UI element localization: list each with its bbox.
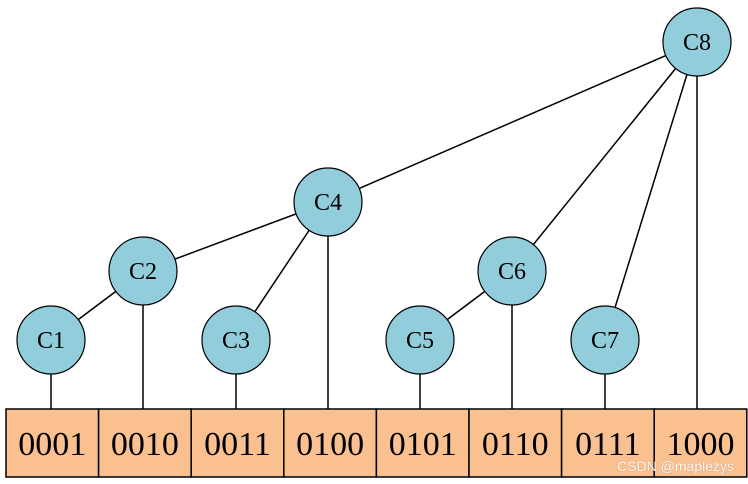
array-cell: 0101 — [375, 408, 470, 478]
array-cell-label: 0111 — [575, 426, 640, 463]
array-cell-box — [97, 408, 192, 478]
tree-node-c6: C6 — [477, 236, 547, 306]
array-cell: 0110 — [468, 408, 563, 478]
array-cell-label: 0100 — [296, 426, 364, 463]
array-cell-label: 0001 — [18, 426, 86, 463]
array-cell: 0111 — [560, 408, 655, 478]
array-cell-box — [560, 408, 655, 478]
edge-c4-c8 — [327, 41, 698, 203]
watermark: CSDN @maplezys — [617, 458, 734, 474]
array-cell-label: 1000 — [667, 426, 735, 463]
edge-c6-c8 — [511, 41, 698, 272]
tree-node-label: C1 — [37, 328, 65, 354]
tree-node-circle — [570, 305, 640, 375]
tree-node-circle — [477, 236, 547, 306]
tree-node-label: C3 — [222, 328, 250, 354]
array-cell: 0011 — [190, 408, 285, 478]
array-cell-label: 0010 — [111, 426, 179, 463]
array-cell-box — [468, 408, 563, 478]
tree-node-circle — [662, 7, 732, 77]
tree-node-label: C7 — [591, 328, 619, 354]
array-cell: 0010 — [97, 408, 192, 478]
tree-node-circle — [108, 236, 178, 306]
tree-node-label: C6 — [498, 259, 526, 285]
tree-node-c7: C7 — [570, 305, 640, 375]
array-cell-label: 0011 — [204, 426, 271, 463]
array-cell-box — [283, 408, 378, 478]
tree-node-c4: C4 — [293, 167, 363, 237]
array-cell-box — [5, 408, 100, 478]
tree-node-circle — [293, 167, 363, 237]
array-cell-label: 0101 — [389, 426, 457, 463]
array-cell-box — [375, 408, 470, 478]
tree-node-c1: C1 — [16, 305, 86, 375]
tree-node-circle — [201, 305, 271, 375]
tree-node-label: C4 — [314, 190, 342, 216]
array-cell: 0100 — [283, 408, 378, 478]
tree-node-circle — [385, 305, 455, 375]
array-cells: 0001 0010 0011 0100 0101 0110 0111 1000 — [5, 408, 748, 478]
tree-node-c5: C5 — [385, 305, 455, 375]
edge-c7-c8 — [604, 41, 698, 341]
array-cell-label: 0110 — [482, 426, 549, 463]
tree-node-label: C8 — [683, 30, 711, 56]
tree-node-c2: C2 — [108, 236, 178, 306]
tree-node-c3: C3 — [201, 305, 271, 375]
array-cell: 1000 — [653, 408, 748, 478]
array-cell-box — [653, 408, 748, 478]
tree-node-label: C2 — [129, 259, 157, 285]
tree-node-circle — [16, 305, 86, 375]
tree-node-label: C5 — [406, 328, 434, 354]
array-cell-box — [190, 408, 285, 478]
array-cell: 0001 — [5, 408, 100, 478]
tree-node-c8: C8 — [662, 7, 732, 77]
